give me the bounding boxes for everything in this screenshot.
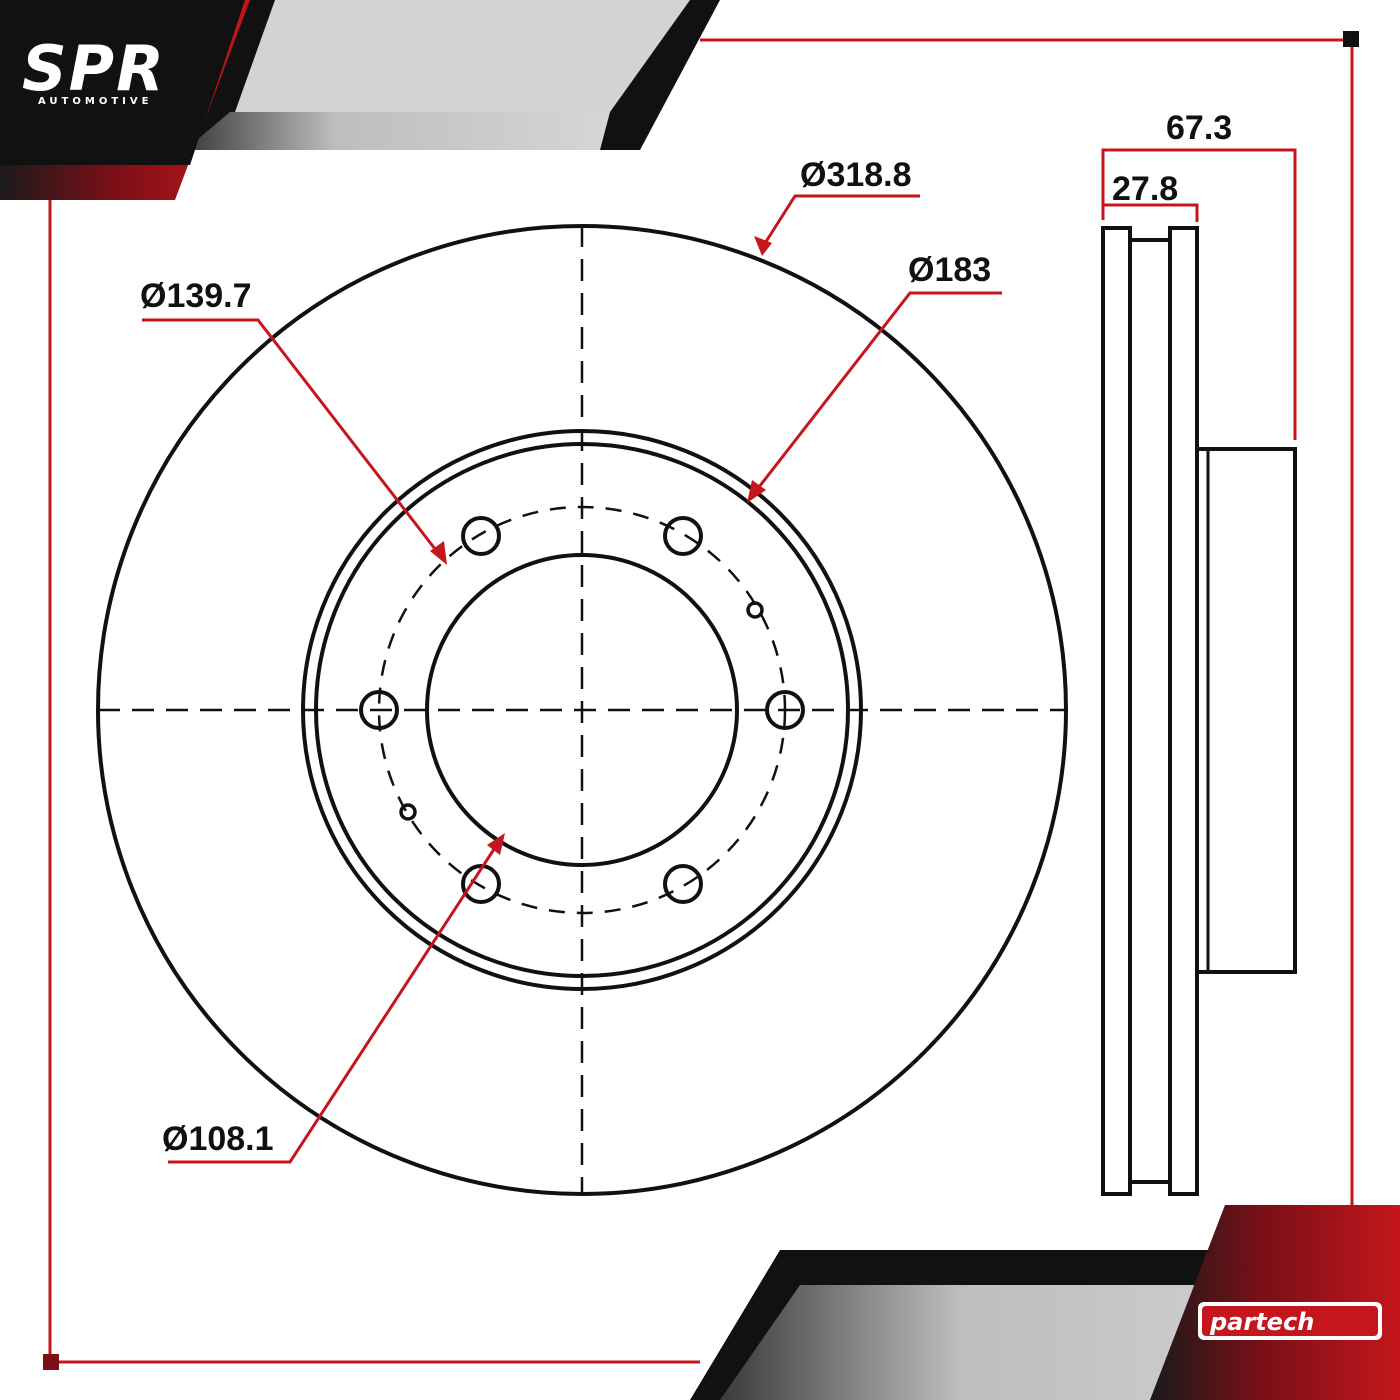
total-height-label: 67.3 (1166, 109, 1232, 147)
dimension-labels: Ø318.8 Ø183 Ø139.7 Ø108.1 67.3 27.8 (140, 109, 1232, 1158)
front-view (96, 224, 1068, 1196)
hat-section (1195, 447, 1297, 974)
bolt-hole (359, 690, 399, 730)
locating-hole (399, 803, 417, 821)
locating-hole (746, 601, 764, 619)
bolt-hole (663, 516, 703, 556)
frame-marker-top-right (1343, 31, 1359, 47)
side-view (1101, 226, 1297, 1196)
logo-main: SPR (22, 32, 166, 105)
center-bore (425, 553, 739, 867)
frame-marker-bottom-left (43, 1354, 59, 1370)
center-bore-label: Ø108.1 (162, 1120, 274, 1158)
partner-logo-text: partech (1209, 1308, 1314, 1336)
bolt-hole (461, 516, 501, 556)
friction-plate-inner (1168, 226, 1199, 1196)
spr-logo: SPR AUTOMOTIVE (22, 32, 166, 107)
bolt-hole (461, 864, 501, 904)
partech-logo: partech (1198, 1302, 1382, 1340)
outer-diameter-label: Ø318.8 (800, 156, 912, 194)
bolt-circle-label: Ø139.7 (140, 277, 252, 315)
friction-plate-outer (1101, 226, 1132, 1196)
hat-diameter-label: Ø183 (908, 251, 991, 289)
leader-arrowheads (430, 236, 772, 855)
footer-banner (690, 1205, 1400, 1400)
bolt-hole (765, 690, 805, 730)
disc-thickness-label: 27.8 (1112, 170, 1178, 208)
frame-lines (48, 38, 1354, 1364)
bolt-hole (663, 864, 703, 904)
header-banner (0, 0, 720, 200)
logo-sub: AUTOMOTIVE (38, 96, 152, 107)
dimension-leaders (142, 148, 1297, 1164)
